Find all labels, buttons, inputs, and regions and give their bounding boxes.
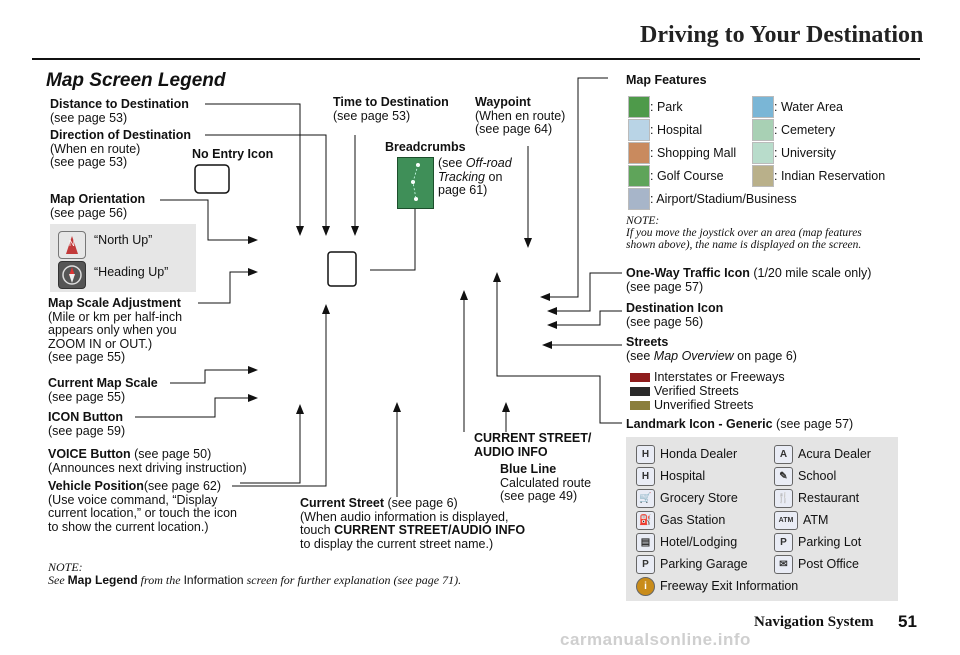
feature-airport: : Airport/Stadium/Business — [650, 192, 797, 206]
landmark-post-office: ✉Post Office — [774, 555, 859, 574]
north-up-icon: N — [58, 231, 86, 259]
interstate-line — [630, 373, 650, 382]
landmark-school: ✎School — [774, 467, 836, 486]
page-header: Driving to Your Destination — [640, 22, 924, 48]
header-rule — [32, 58, 920, 60]
footer-title: Navigation System — [754, 614, 874, 630]
hospital-icon: H — [636, 467, 655, 486]
school-icon: ✎ — [774, 467, 793, 486]
golf-swatch — [628, 165, 650, 187]
restaurant-icon: 🍴 — [774, 489, 793, 508]
info-icon: i — [636, 577, 655, 596]
page-number: 51 — [898, 612, 917, 631]
label-icon-button: ICON Button(see page 59) — [48, 410, 126, 438]
post-office-icon: ✉ — [774, 555, 793, 574]
hospital-swatch — [628, 119, 650, 141]
reservation-swatch — [752, 165, 774, 187]
water-swatch — [752, 96, 774, 118]
label-no-entry: No Entry Icon — [192, 147, 274, 161]
atm-icon: ATM — [774, 511, 798, 530]
breadcrumbs-icon — [397, 157, 434, 209]
label-orientation: Map Orientation(see page 56) — [50, 192, 146, 220]
heading-up-icon — [58, 261, 86, 289]
label-waypoint: Waypoint(When en route)(see page 64) — [475, 95, 566, 136]
section-title: Map Screen Legend — [46, 70, 226, 91]
label-voice-button: VOICE Button (see page 50)(Announces nex… — [48, 447, 247, 475]
feature-park: : Park — [650, 100, 683, 114]
landmark-grocery: 🛒Grocery Store — [636, 489, 738, 508]
landmark-gas: ⛽Gas Station — [636, 511, 725, 530]
label-breadcrumbs: Breadcrumbs — [385, 140, 466, 154]
street-interstate: Interstates or Freeways — [654, 370, 785, 384]
feature-hospital: : Hospital — [650, 123, 703, 137]
feature-shopping: : Shopping Mall — [650, 146, 737, 160]
honda-icon: H — [636, 445, 655, 464]
feature-golf: : Golf Course — [650, 169, 724, 183]
street-verified: Verified Streets — [654, 384, 739, 398]
label-map-features: Map Features — [626, 73, 707, 87]
university-swatch — [752, 142, 774, 164]
label-vehicle-position: Vehicle Position(see page 62)(Use voice … — [48, 479, 237, 534]
parking-garage-icon: P — [636, 555, 655, 574]
heading-up-label: “Heading Up” — [94, 265, 169, 279]
shopping-swatch — [628, 142, 650, 164]
parking-lot-icon: P — [774, 533, 793, 552]
acura-icon: A — [774, 445, 793, 464]
airport-swatch — [628, 188, 650, 210]
feature-note: NOTE:If you move the joystick over an ar… — [626, 215, 862, 251]
label-landmark-generic: Landmark Icon - Generic (see page 57) — [626, 417, 854, 431]
unverified-line — [630, 401, 650, 410]
landmark-restaurant: 🍴Restaurant — [774, 489, 859, 508]
features-grid: : Park : Water Area : Hospital : Cemeter… — [628, 96, 928, 211]
label-current-scale: Current Map Scale(see page 55) — [48, 376, 158, 404]
verified-line — [630, 387, 650, 396]
feature-cemetery: : Cemetery — [774, 123, 836, 137]
hotel-icon: ▤ — [636, 533, 655, 552]
feature-reservation: : Indian Reservation — [774, 169, 886, 183]
label-cs-audio-info: CURRENT STREET/AUDIO INFO — [474, 431, 592, 459]
label-time-to-destination: Time to Destination(see page 53) — [333, 95, 449, 123]
park-swatch — [628, 96, 650, 118]
cemetery-swatch — [752, 119, 774, 141]
label-direction: Direction of Destination(When en route)(… — [50, 128, 191, 169]
gas-icon: ⛽ — [636, 511, 655, 530]
label-current-street: Current Street (see page 6)(When audio i… — [300, 496, 526, 551]
label-one-way: One-Way Traffic Icon (1/20 mile scale on… — [626, 266, 872, 294]
no-entry-icon — [195, 165, 229, 193]
grocery-icon: 🛒 — [636, 489, 655, 508]
feature-water: : Water Area — [774, 100, 844, 114]
label-scale-adjustment: Map Scale Adjustment(Mile or km per half… — [48, 296, 183, 364]
north-up-label: “North Up” — [94, 233, 153, 247]
label-streets: Streets(see Map Overview on page 6) — [626, 335, 797, 363]
landmark-hotel: ▤Hotel/Lodging — [636, 533, 737, 552]
svg-text:N: N — [69, 239, 75, 248]
feature-university: : University — [774, 146, 836, 160]
watermark: carmanualsonline.info — [560, 630, 751, 649]
street-unverified: Unverified Streets — [654, 398, 754, 412]
label-distance: Distance to Destination(see page 53) — [50, 97, 189, 125]
bottom-note: NOTE:See Map Legend from the Information… — [48, 560, 462, 587]
orientation-box: N “North Up” “Heading Up” — [50, 224, 196, 292]
label-destination-icon: Destination Icon(see page 56) — [626, 301, 724, 329]
